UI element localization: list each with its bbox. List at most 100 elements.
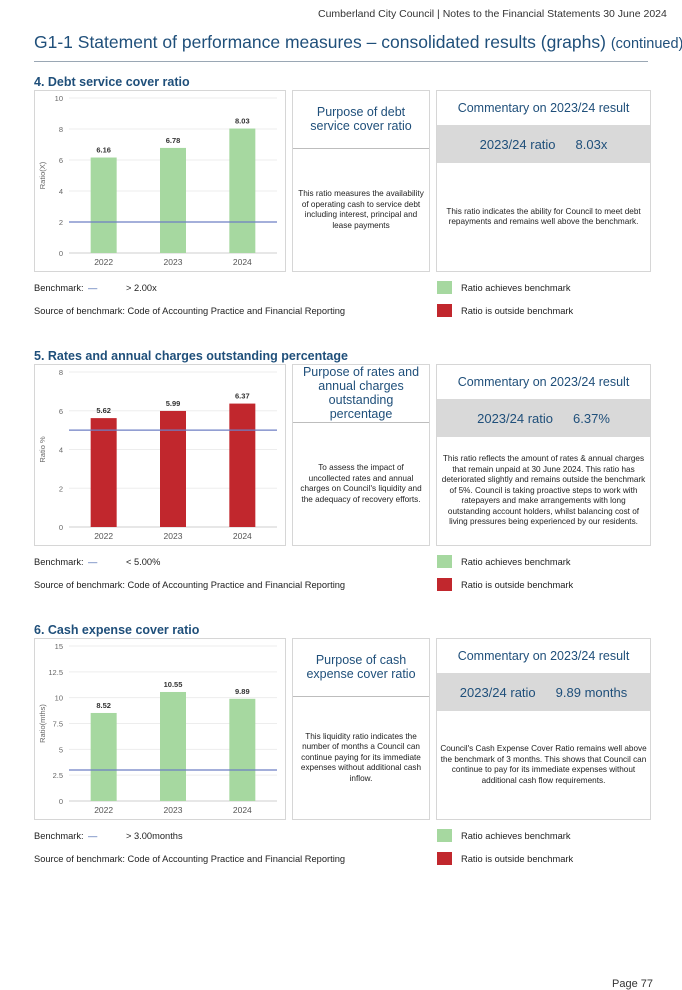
legend-swatch-green bbox=[437, 281, 452, 294]
ratio-value: 9.89 months bbox=[555, 684, 628, 700]
y-tick-label: 8 bbox=[59, 125, 63, 134]
benchmark-line-key: — bbox=[88, 283, 98, 293]
commentary-title: Commentary on 2023/24 result bbox=[457, 375, 630, 389]
ratio-result: 2023/24 ratio 6.37% bbox=[437, 399, 650, 437]
ratio-label: 2023/24 ratio bbox=[477, 410, 554, 426]
ratio-result: 2023/24 ratio 9.89 months bbox=[437, 673, 650, 711]
x-tick-label: 2024 bbox=[233, 805, 252, 815]
data-label: 8.03 bbox=[235, 117, 250, 126]
benchmark-value: > 3.00months bbox=[126, 831, 183, 841]
y-axis-label: Ratio % bbox=[38, 436, 47, 463]
purpose-title: Purpose of debt service cover ratio bbox=[310, 104, 412, 133]
y-tick-label: 6 bbox=[59, 407, 63, 416]
legend-outside: Ratio is outside benchmark bbox=[461, 580, 574, 590]
data-label: 5.62 bbox=[96, 406, 111, 415]
x-tick-label: 2022 bbox=[94, 257, 113, 267]
bar bbox=[160, 147, 186, 253]
page-title-continued: (continued) bbox=[610, 36, 682, 52]
legend-achieves: Ratio achieves benchmark bbox=[461, 283, 571, 293]
benchmark-label: Benchmark: bbox=[34, 557, 84, 567]
ratio-label: 2023/24 ratio bbox=[459, 684, 536, 700]
ratio-value: 8.03x bbox=[575, 136, 608, 152]
x-tick-label: 2024 bbox=[233, 531, 252, 541]
y-tick-label: 4 bbox=[59, 446, 63, 455]
y-tick-label: 15 bbox=[55, 642, 63, 651]
commentary-text: This ratio indicates the ability for Cou… bbox=[446, 206, 641, 227]
y-tick-label: 10 bbox=[55, 94, 63, 103]
y-tick-label: 2.5 bbox=[53, 771, 63, 780]
commentary-title: Commentary on 2023/24 result bbox=[457, 101, 630, 115]
purpose-text: This liquidity ratio indicates the numbe… bbox=[300, 731, 422, 783]
ratio-value: 6.37% bbox=[573, 410, 610, 426]
legend-achieves: Ratio achieves benchmark bbox=[461, 831, 571, 841]
data-label: 6.37 bbox=[235, 392, 250, 401]
y-tick-label: 2 bbox=[59, 218, 63, 227]
divider bbox=[293, 696, 429, 697]
benchmark-line-key: — bbox=[88, 557, 98, 567]
divider bbox=[293, 422, 429, 423]
y-axis-label: Ratio(X) bbox=[38, 161, 47, 189]
data-label: 10.55 bbox=[164, 680, 183, 689]
data-label: 9.89 bbox=[235, 687, 250, 696]
commentary-panel: Commentary on 2023/24 result 2023/24 rat… bbox=[436, 638, 651, 820]
running-header: Cumberland City Council | Notes to the F… bbox=[318, 8, 667, 20]
bar bbox=[90, 418, 117, 527]
benchmark-value: < 5.00% bbox=[126, 557, 161, 567]
purpose-title: Purpose of rates and annual charges outs… bbox=[302, 364, 420, 421]
commentary-panel: Commentary on 2023/24 result 2023/24 rat… bbox=[436, 364, 651, 546]
y-tick-label: 0 bbox=[59, 523, 63, 532]
divider bbox=[293, 148, 429, 149]
purpose-panel: Purpose of debt service cover ratio This… bbox=[292, 90, 430, 272]
legend-swatch-green bbox=[437, 829, 452, 842]
commentary-title: Commentary on 2023/24 result bbox=[457, 649, 630, 663]
purpose-text: To assess the impact of uncollected rate… bbox=[300, 463, 422, 504]
ratio-label: 2023/24 ratio bbox=[479, 136, 556, 152]
bar bbox=[229, 403, 256, 527]
bar bbox=[229, 128, 256, 253]
benchmark-label: Benchmark: bbox=[34, 283, 84, 293]
legend-outside: Ratio is outside benchmark bbox=[461, 306, 574, 316]
commentary-text: Council's Cash Expense Cover Ratio remai… bbox=[440, 744, 647, 785]
y-tick-label: 2 bbox=[59, 484, 63, 493]
y-tick-label: 0 bbox=[59, 797, 63, 806]
purpose-title: Purpose of cash expense cover ratio bbox=[306, 652, 416, 681]
x-tick-label: 2023 bbox=[164, 257, 183, 267]
commentary-panel: Commentary on 2023/24 result 2023/24 rat… bbox=[436, 90, 651, 272]
section-title: 5. Rates and annual charges outstanding … bbox=[34, 349, 348, 363]
legend-swatch-green bbox=[437, 555, 452, 568]
benchmark-source: Source of benchmark: Code of Accounting … bbox=[34, 580, 346, 590]
legend-swatch-red bbox=[437, 852, 452, 865]
y-tick-label: 7.5 bbox=[53, 720, 63, 729]
bar bbox=[90, 157, 117, 253]
benchmark-source: Source of benchmark: Code of Accounting … bbox=[34, 854, 346, 864]
x-tick-label: 2024 bbox=[233, 257, 252, 267]
y-axis-label: Ratio(mths) bbox=[38, 704, 47, 743]
page-title-text: G1-1 Statement of performance measures –… bbox=[34, 32, 606, 52]
legend-swatch-red bbox=[437, 578, 452, 591]
title-divider bbox=[34, 61, 648, 62]
data-label: 6.78 bbox=[166, 136, 181, 145]
commentary-text: This ratio reflects the amount of rates … bbox=[441, 454, 646, 527]
bar bbox=[160, 410, 186, 527]
benchmark-value: > 2.00x bbox=[126, 283, 157, 293]
y-tick-label: 0 bbox=[59, 249, 63, 258]
x-tick-label: 2023 bbox=[164, 531, 183, 541]
benchmark-label: Benchmark: bbox=[34, 831, 84, 841]
page-title: G1-1 Statement of performance measures –… bbox=[34, 32, 682, 53]
ratio-result: 2023/24 ratio 8.03x bbox=[437, 125, 650, 163]
bar bbox=[229, 698, 256, 801]
purpose-panel: Purpose of cash expense cover ratio This… bbox=[292, 638, 430, 820]
page-number: Page 77 bbox=[612, 978, 653, 990]
data-label: 8.52 bbox=[96, 701, 111, 710]
y-tick-label: 6 bbox=[59, 156, 63, 165]
benchmark-line-key: — bbox=[88, 831, 98, 841]
data-label: 5.99 bbox=[166, 399, 181, 408]
benchmark-source: Source of benchmark: Code of Accounting … bbox=[34, 306, 346, 316]
bar-chart: 02.557.51012.515Ratio(mths)8.52202210.55… bbox=[38, 642, 277, 815]
section-title: 6. Cash expense cover ratio bbox=[34, 623, 200, 637]
